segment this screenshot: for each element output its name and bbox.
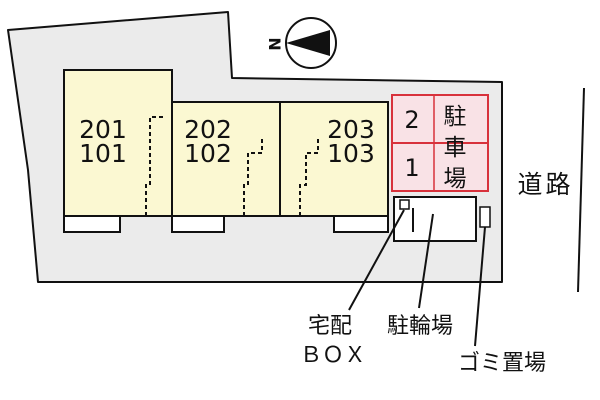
garbage-area-label: ゴミ置場 bbox=[458, 351, 546, 376]
north-label: N bbox=[266, 37, 285, 50]
delivery-box-label-line2: ＢＯＸ bbox=[300, 343, 366, 368]
road-edge-line bbox=[577, 87, 585, 293]
balcony-202 bbox=[171, 215, 225, 233]
unit-label-202: 202 bbox=[184, 115, 232, 144]
unit-label-102: 102 bbox=[184, 139, 232, 168]
balcony-203 bbox=[333, 215, 389, 233]
road-label-char-1: 道 bbox=[517, 170, 542, 199]
parking-space-2: 2 bbox=[404, 106, 419, 134]
parking-title-char-1: 駐 bbox=[444, 104, 467, 130]
apartment-building: 201 101 202 102 203 103 bbox=[63, 69, 389, 233]
parking-title-char-2: 車 bbox=[444, 135, 467, 161]
unit-label-101: 101 bbox=[79, 139, 127, 168]
parking-title-char-3: 場 bbox=[444, 166, 467, 192]
unit-label-103: 103 bbox=[327, 139, 375, 168]
stair-outline bbox=[145, 116, 319, 216]
parking-space-1: 1 bbox=[404, 154, 419, 182]
balcony-201 bbox=[63, 215, 121, 233]
garbage-area-marker bbox=[479, 206, 491, 228]
callout-leaders bbox=[348, 209, 486, 347]
unit-label-201: 201 bbox=[79, 115, 127, 144]
north-arrow-icon: N bbox=[266, 17, 337, 69]
parking-lot: 2 1 駐 車 場 bbox=[391, 94, 489, 192]
unit-block-201 bbox=[63, 69, 173, 217]
unit-block-203 bbox=[279, 101, 389, 217]
road-label-char-2: 路 bbox=[545, 170, 570, 199]
bicycle-parking-label: 駐輪場 bbox=[387, 314, 453, 339]
unit-label-203: 203 bbox=[327, 115, 375, 144]
delivery-box-label: 宅配 bbox=[308, 314, 352, 339]
delivery-box-marker bbox=[399, 199, 410, 210]
bicycle-parking-structure bbox=[393, 196, 477, 242]
unit-block-202 bbox=[171, 101, 281, 217]
